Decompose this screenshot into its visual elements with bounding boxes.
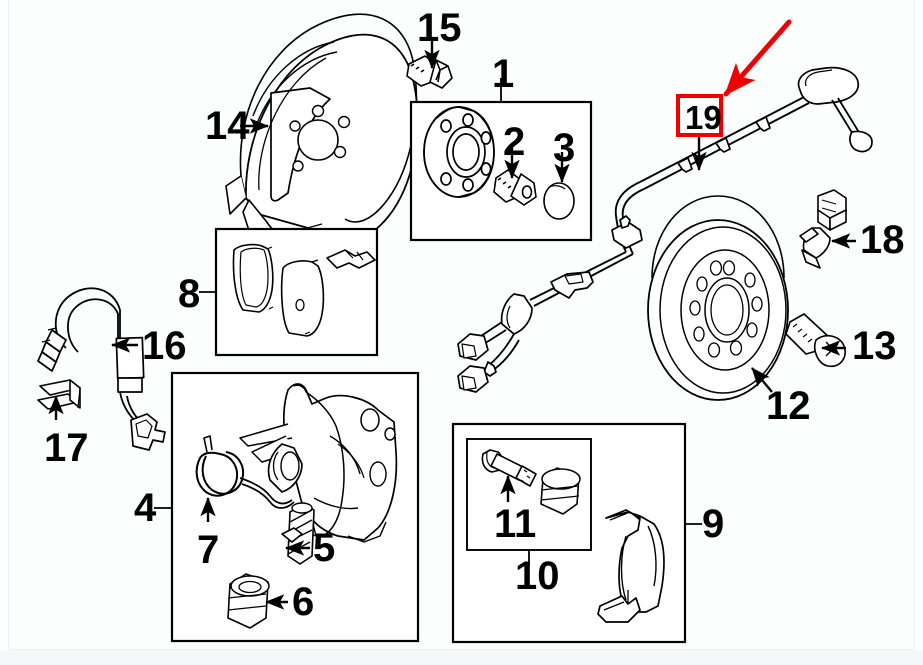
callout-label-8: 8 [178,272,201,316]
callout-label-2: 2 [503,120,526,164]
callout-label-6: 6 [292,580,315,624]
callout-label-9: 9 [702,502,725,546]
callout-label-7: 7 [197,528,220,572]
callout-label-11: 11 [494,502,537,546]
leader-lines [48,40,856,610]
part-guide-pin-sleeve [540,467,581,515]
part-brake-hose [37,287,166,451]
part-brake-pads [232,243,376,337]
callout-label-17: 17 [44,426,89,470]
callout-label-19: 19 [685,99,722,136]
part-brake-rotor [647,195,789,401]
red-highlight-arrow [723,19,792,97]
page-bottom-strip [0,650,923,665]
part-abs-sensor [799,189,847,269]
part-caliper-bracket [597,509,665,623]
callout-label-4: 4 [134,486,157,530]
callout-label-10: 10 [515,554,560,598]
part-guide-pin-bolt [481,449,537,487]
leader-12 [751,367,773,393]
part-caliper-spring [195,435,295,509]
part-dust-boot [227,573,270,629]
callout-label-18: 18 [860,218,905,262]
callout-label-14: 14 [205,104,250,148]
callout-label-16: 16 [142,324,187,368]
callout-label-1: 1 [492,52,515,96]
part-brake-caliper [239,383,398,543]
part-hub-cap [543,182,575,220]
callout-label-3: 3 [553,126,576,170]
callout-label-12: 12 [766,384,811,428]
part-abs-wiring-harness [457,66,873,393]
callout-label-5: 5 [313,526,336,570]
highlighted-callout-19: 19 [676,94,723,137]
part-wheel-hub [423,106,495,198]
callout-label-13: 13 [852,324,897,368]
callout-label-15: 15 [417,6,462,50]
part-hose-clip [37,379,81,410]
part-rotor-screw [785,313,846,368]
